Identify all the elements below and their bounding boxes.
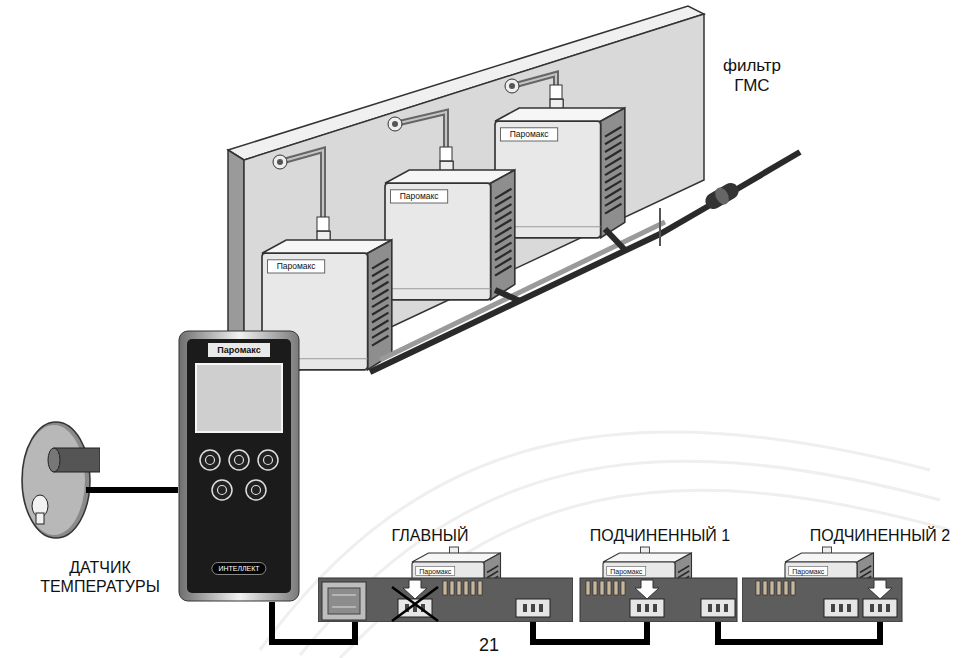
logo-text: Паромакс xyxy=(501,128,558,141)
logo-text: Паромакс xyxy=(416,567,455,576)
logo-text: Паромакс xyxy=(268,260,325,273)
page-number: 21 xyxy=(479,635,499,656)
circuit-board xyxy=(580,578,737,622)
unit-role-label: ПОДЧИНЕННЫЙ 1 xyxy=(590,527,730,545)
sensor-body xyxy=(20,418,100,543)
wall-panel xyxy=(228,6,704,396)
water-lines xyxy=(370,152,800,372)
logo-text: Паромакс xyxy=(607,567,646,576)
control-cable xyxy=(533,622,647,642)
part-label: фильтр ГМС xyxy=(712,56,792,96)
slave-unit: ПОДЧИНЕННЫЙ 2 Паромакс xyxy=(742,525,967,622)
watermark xyxy=(260,432,950,658)
control-cable xyxy=(718,622,880,642)
control-cable xyxy=(100,487,178,493)
unit-role-label: ПОДЧИНЕННЫЙ 2 xyxy=(810,527,950,545)
model-badge: ИНТЕЛЛЕКТ xyxy=(211,562,266,575)
unit-role-label: ГЛАВНЫЙ xyxy=(392,527,469,545)
master-unit: ГЛАВНЫЙ Паромакс xyxy=(318,525,573,622)
slave-unit: ПОДЧИНЕННЫЙ 1 Паромакс xyxy=(578,525,738,622)
circuit-board xyxy=(742,578,902,622)
controller-logo: Паромакс xyxy=(217,343,260,357)
circuit-board xyxy=(318,578,573,622)
logo-text: Паромакс xyxy=(391,190,448,203)
sensor-label: ДАТЧИК ТЕМПЕРАТУРЫ xyxy=(30,558,170,596)
filter-symbol xyxy=(702,179,742,213)
logo-text: Паромакс xyxy=(789,567,828,576)
controller: ПаромаксИНТЕЛЛЕКТ xyxy=(178,330,300,602)
temperature-sensor: ДАТЧИК ТЕМПЕРАТУРЫ xyxy=(20,418,100,543)
